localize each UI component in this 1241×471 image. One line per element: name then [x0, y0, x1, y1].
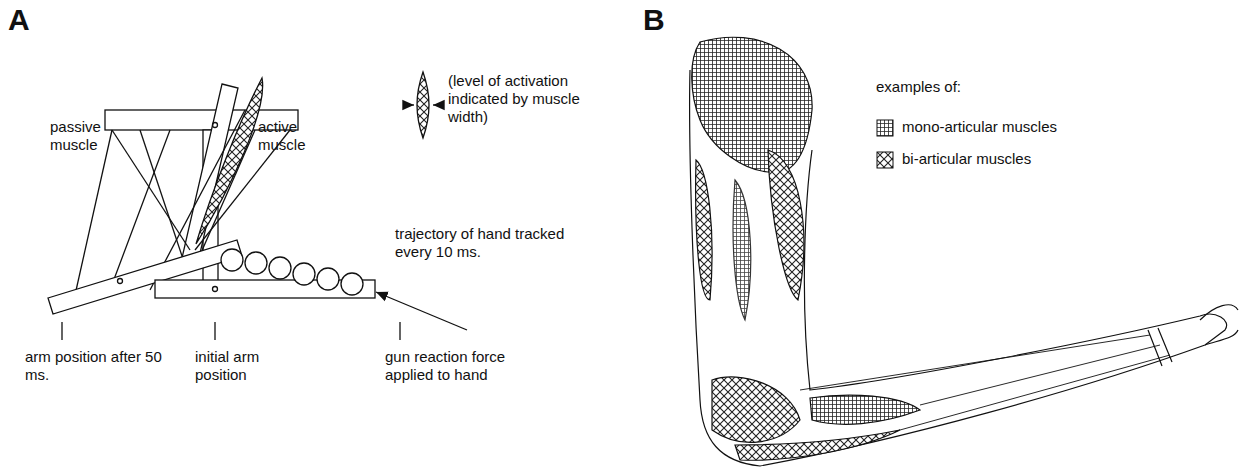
- annotation: initial arm position: [195, 348, 315, 384]
- annotation: gun reaction force applied to hand: [385, 348, 535, 384]
- annotation: examples of:: [876, 78, 1016, 96]
- legend-swatch: [876, 119, 894, 137]
- legend-text: bi-articular muscles: [902, 150, 1122, 168]
- legend-text: mono-articular muscles: [902, 118, 1122, 136]
- annotation: trajectory of hand tracked every 10 ms.: [395, 225, 575, 261]
- annotation: active muscle: [258, 118, 328, 154]
- legend-swatch: [876, 151, 894, 169]
- human-arm: [690, 37, 1238, 466]
- annotation: arm position after 50 ms.: [25, 348, 165, 384]
- panel-letter: B: [643, 4, 683, 36]
- panel-letter: A: [8, 4, 48, 36]
- arm-model: [48, 72, 467, 340]
- annotation: (level of activation indicated by muscle…: [448, 72, 608, 126]
- annotation: passive muscle: [50, 118, 120, 154]
